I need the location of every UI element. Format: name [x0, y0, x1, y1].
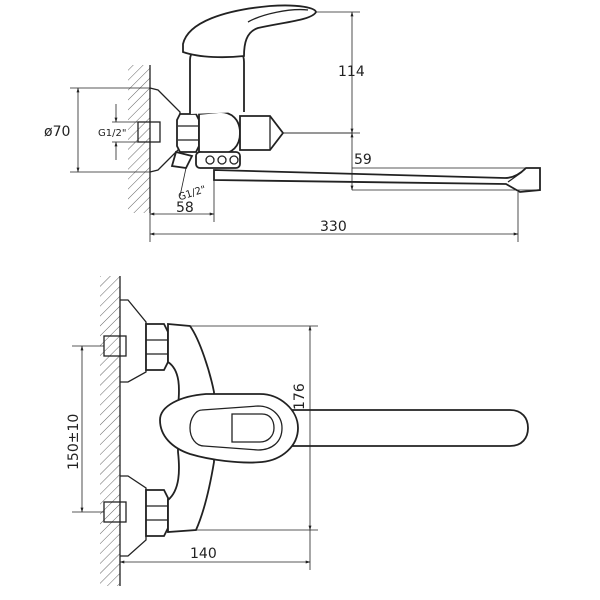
dim-height-side: 114: [338, 64, 365, 80]
lever-handle-side: [182, 4, 317, 59]
dim-depth: 140: [190, 546, 217, 562]
dim-thread-inlet: G1/2": [98, 128, 126, 139]
dim-offset: 58: [176, 200, 194, 216]
lower-flange-front: [120, 475, 147, 557]
lever-handle-front: [159, 393, 299, 464]
front-view: 176 150±10 140: [66, 276, 529, 586]
dim-spout-length: 330: [320, 219, 347, 235]
lower-nut-side: [170, 150, 194, 169]
dim-outlet-height: 59: [354, 152, 372, 168]
handle-logo-front: [189, 405, 283, 451]
upper-flange-front: [120, 299, 147, 383]
mixer-body-side: [198, 111, 241, 155]
dim-center-distance: 150±10: [66, 414, 82, 470]
side-view: 114 59 ø70 G1/2" G1/2" 58 330: [44, 4, 541, 242]
dim-diameter: ø70: [44, 124, 70, 140]
hex-nut-side: [176, 113, 200, 153]
spout-side: [213, 167, 541, 193]
wall-front: [100, 276, 120, 586]
dim-height-front: 176: [292, 383, 308, 410]
wall-side: [128, 65, 150, 213]
lower-hex-nut-front: [145, 489, 169, 537]
inlet-pipe-side: [137, 121, 161, 143]
upper-hex-nut-front: [145, 323, 169, 371]
diverter-cone-side: [239, 115, 285, 151]
